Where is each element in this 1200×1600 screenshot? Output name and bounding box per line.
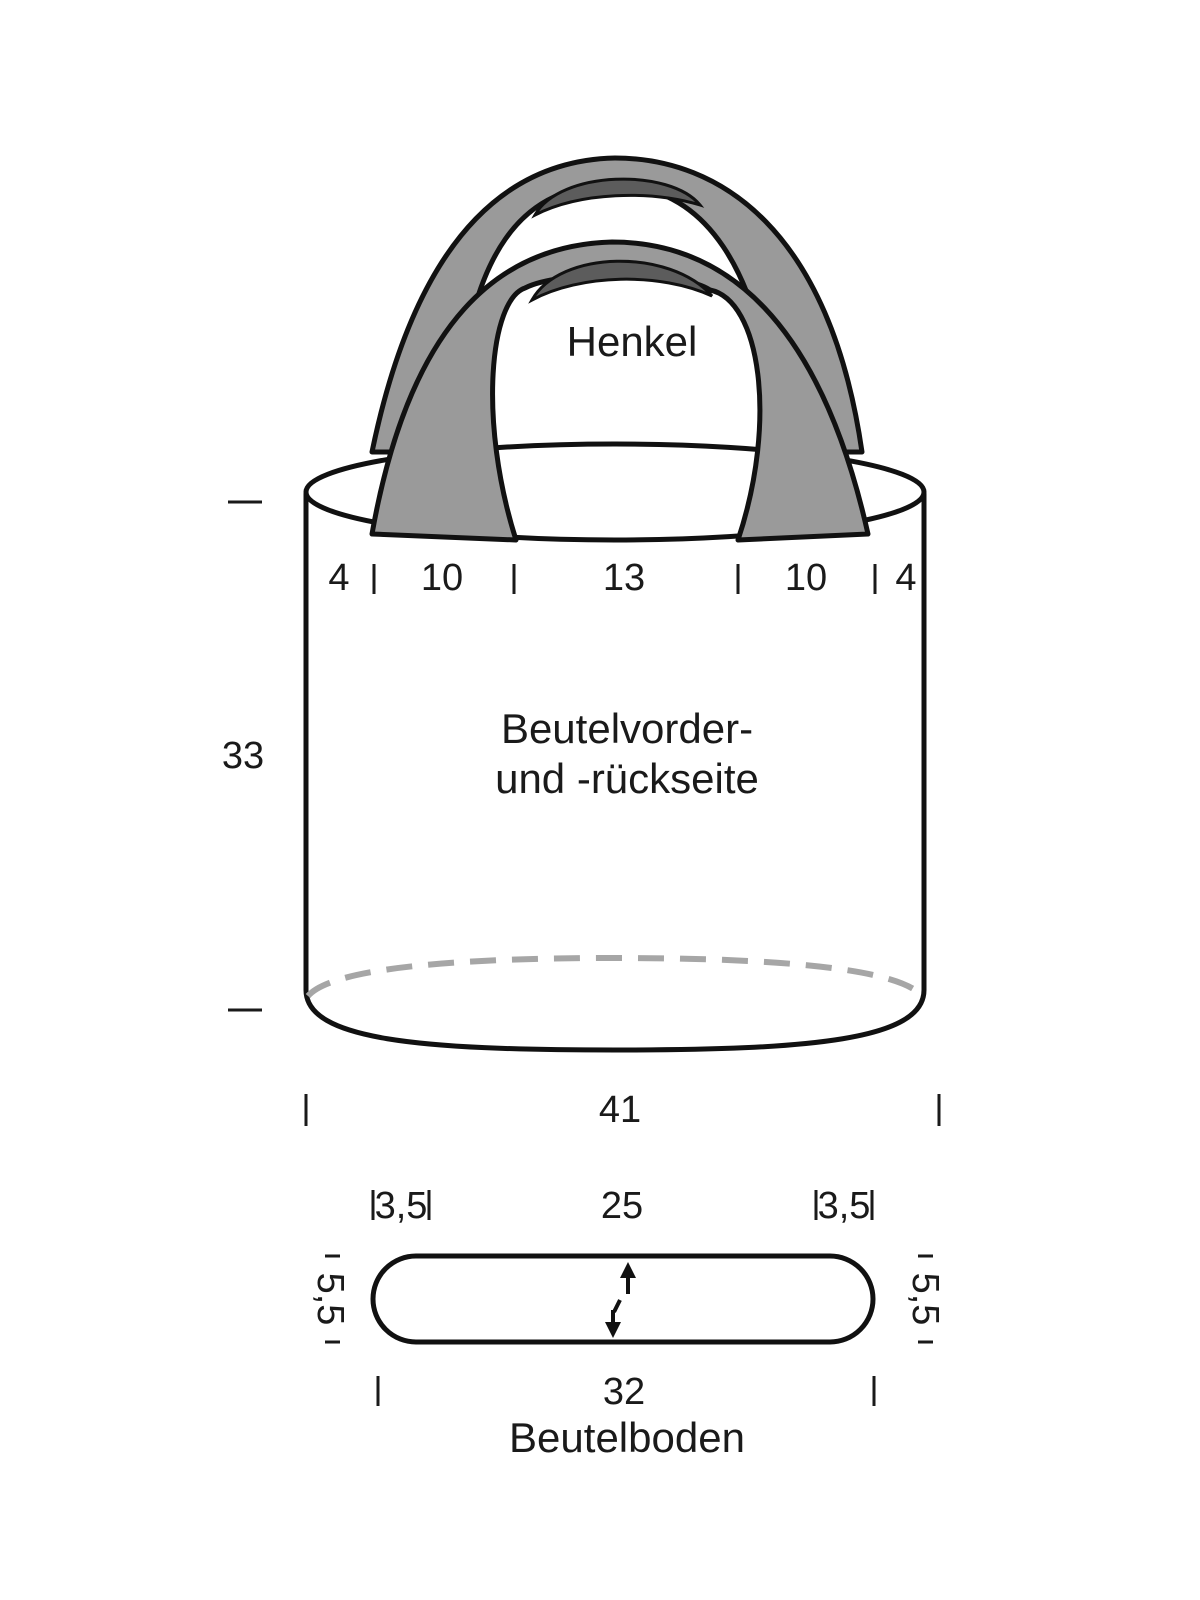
top-segment-left-margin: 4 xyxy=(328,557,349,599)
base-side-right-dimension: 5,5 xyxy=(904,1254,946,1344)
base-depth-arrow-icon xyxy=(605,1262,636,1338)
back-handle xyxy=(369,155,865,455)
bag-base xyxy=(370,1253,876,1345)
width-dimension: 41 xyxy=(304,1089,941,1131)
front-handle xyxy=(369,239,871,543)
bag-body-outline xyxy=(303,491,927,1053)
base-outline xyxy=(370,1253,876,1345)
top-segment-dimensions: 4 10 13 10 4 xyxy=(328,557,916,599)
back-handle-band xyxy=(369,155,865,455)
base-side-right-value: 5,5 xyxy=(904,1273,946,1326)
back-handle-inner-shadow xyxy=(531,177,705,219)
handle-label: Henkel xyxy=(567,318,698,365)
bag-bottom-dashed-line xyxy=(305,954,925,999)
body-label-line-2: und -rückseite xyxy=(495,755,759,802)
base-side-left-value: 5,5 xyxy=(309,1273,351,1326)
height-dimension: 33 xyxy=(222,500,264,1012)
body-label-line-1: Beutelvorder- xyxy=(501,705,753,752)
base-top-left-value: 3,5 xyxy=(375,1185,428,1227)
top-segment-center: 13 xyxy=(603,557,645,599)
height-value: 33 xyxy=(222,735,264,777)
base-bottom-dimension: 32 xyxy=(376,1371,876,1413)
top-segment-left-handle: 10 xyxy=(421,557,463,599)
base-bottom-value: 32 xyxy=(603,1371,645,1413)
width-value: 41 xyxy=(599,1089,641,1131)
top-segment-right-handle: 10 xyxy=(785,557,827,599)
front-handle-band xyxy=(369,239,871,543)
front-handle-inner-shadow xyxy=(528,259,714,304)
base-top-right-value: 3,5 xyxy=(818,1185,871,1227)
top-segment-right-margin: 4 xyxy=(895,557,916,599)
base-label: Beutelboden xyxy=(509,1414,745,1461)
base-side-left-dimension: 5,5 xyxy=(309,1254,351,1344)
base-top-middle-value: 25 xyxy=(601,1185,643,1227)
base-top-dimensions: 3,5 25 3,5 xyxy=(371,1185,874,1227)
